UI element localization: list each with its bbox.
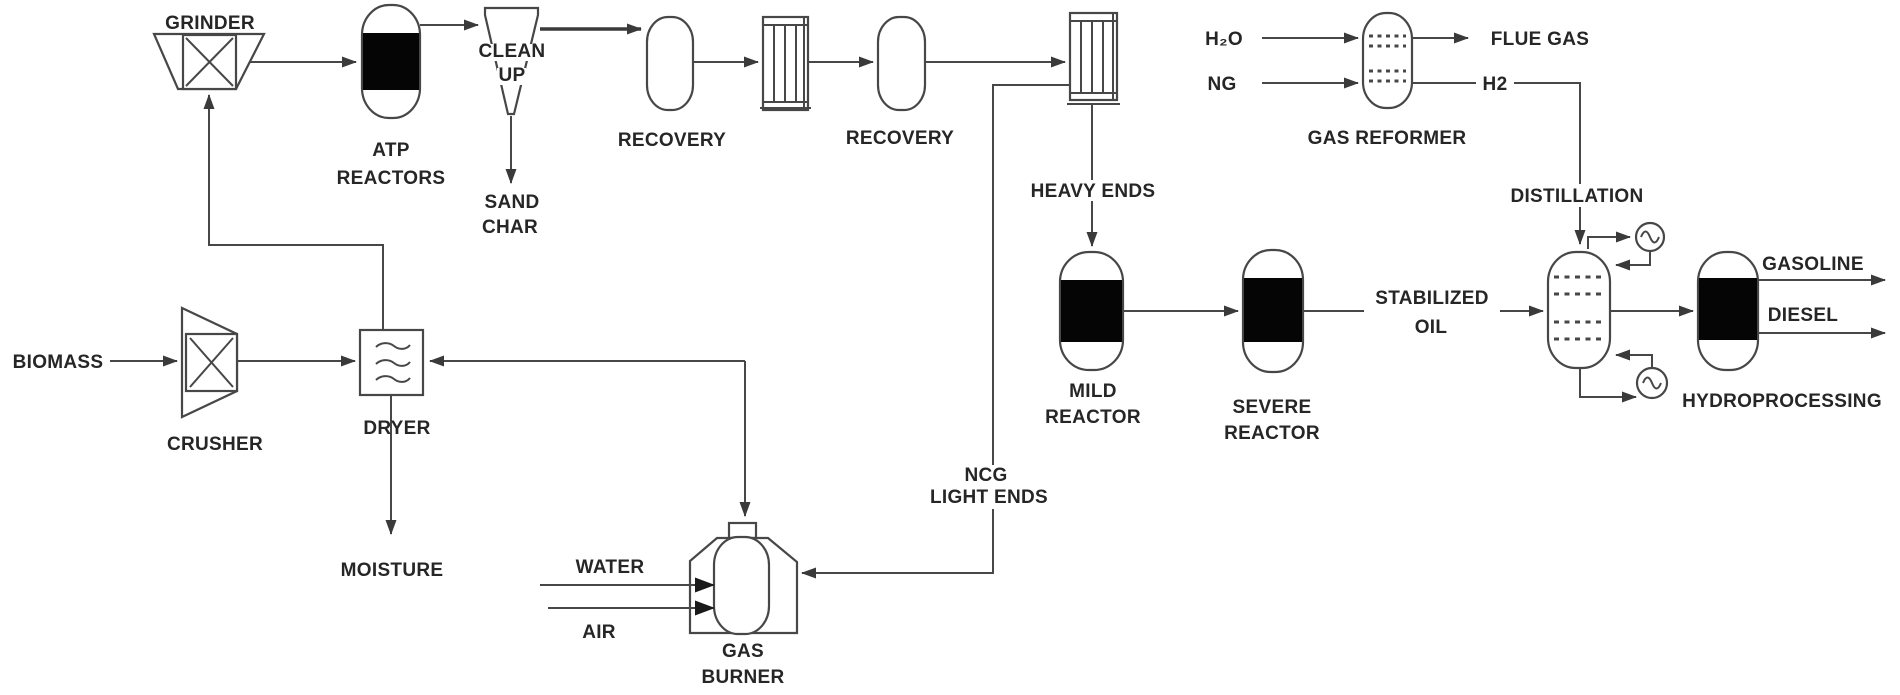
distillation-column xyxy=(1546,250,1612,370)
stream-reboiler-return xyxy=(1615,349,1653,367)
hydroprocessing-vessel xyxy=(1696,250,1760,372)
label-backdrop xyxy=(482,44,540,61)
flue-gas-label: FLUE GAS xyxy=(1491,29,1589,50)
ng-stream-label: NG xyxy=(1207,74,1236,95)
label-backdrop xyxy=(1026,180,1160,201)
heat-exchanger-2 xyxy=(1067,11,1120,105)
label-backdrop xyxy=(1476,74,1514,95)
stream-dryer-to-grinder-recycle xyxy=(203,94,384,330)
stabilized-oil-label-line1: STABILIZED xyxy=(1375,288,1488,309)
atp-reactors-label-line2: REACTORS xyxy=(337,168,446,189)
heavy-ends-label: HEAVY ENDS xyxy=(1031,181,1156,202)
gas-reformer-label: GAS REFORMER xyxy=(1308,128,1467,149)
dryer-label: DRYER xyxy=(363,418,430,439)
cleanup-label-line1: CLEAN xyxy=(479,41,546,62)
gas-reformer-vessel xyxy=(1361,11,1414,110)
water-label: WATER xyxy=(576,557,645,578)
atp-reactor-vessel xyxy=(360,3,422,120)
label-backdrop xyxy=(1364,287,1500,339)
severe-reactor-vessel xyxy=(1241,248,1305,374)
h2o-stream-label: H₂O xyxy=(1205,29,1243,50)
ncg-label-line2: LIGHT ENDS xyxy=(930,487,1048,508)
reboiler-symbol xyxy=(1635,366,1669,400)
hydroprocessing-label: HYDROPROCESSING xyxy=(1682,391,1882,412)
gasoline-label: GASOLINE xyxy=(1762,254,1864,275)
condenser-symbol xyxy=(1634,221,1666,253)
biomass-label: BIOMASS xyxy=(13,352,104,373)
burner-chimney xyxy=(727,521,758,540)
label-backdrop xyxy=(1506,184,1649,207)
recovery-vessel-1 xyxy=(645,15,695,112)
severe-reactor-label-line2: REACTOR xyxy=(1224,423,1320,444)
diesel-label: DIESEL xyxy=(1768,305,1839,326)
grinder-symbol xyxy=(152,32,266,91)
crusher-symbol xyxy=(180,306,239,419)
dryer-symbol xyxy=(358,328,425,397)
mild-reactor-vessel xyxy=(1058,250,1125,372)
stream-condenser-return xyxy=(1615,251,1651,271)
stabilized-oil-label-line2: OIL xyxy=(1415,317,1448,338)
sand-char-label-line2: CHAR xyxy=(482,217,538,238)
stream-bottoms-to-reboiler xyxy=(1579,368,1637,403)
gas-burner-label-line1: GAS xyxy=(722,641,764,662)
gas-burner-symbol xyxy=(688,521,799,636)
crusher-label: CRUSHER xyxy=(167,434,263,455)
mild-reactor-label-line1: MILD xyxy=(1069,381,1117,402)
stream-overhead-to-condenser xyxy=(1587,231,1631,249)
gas-burner-label-line2: BURNER xyxy=(701,667,784,688)
moisture-label: MOISTURE xyxy=(341,560,444,581)
severe-reactor-label-line1: SEVERE xyxy=(1233,397,1312,418)
grinder-label: GRINDER xyxy=(165,13,255,34)
sand-char-label-line1: SAND xyxy=(484,192,539,213)
recovery2-label: RECOVERY xyxy=(846,128,954,149)
cleanup-label-line2: UP xyxy=(499,65,526,86)
stream-ncg-light-ends-to-burner xyxy=(801,84,1070,579)
heat-exchanger-1 xyxy=(760,15,811,112)
recovery1-label: RECOVERY xyxy=(618,130,726,151)
recovery-vessel-2 xyxy=(876,15,927,112)
air-label: AIR xyxy=(582,622,616,643)
ncg-label-line1: NCG xyxy=(964,465,1007,486)
mild-reactor-label-line2: REACTOR xyxy=(1045,407,1141,428)
label-backdrop xyxy=(926,465,1052,509)
h2-stream-label: H2 xyxy=(1483,74,1508,95)
label-backdrop xyxy=(497,68,526,85)
distillation-label: DISTILLATION xyxy=(1510,186,1643,207)
atp-reactors-label-line1: ATP xyxy=(372,140,410,161)
